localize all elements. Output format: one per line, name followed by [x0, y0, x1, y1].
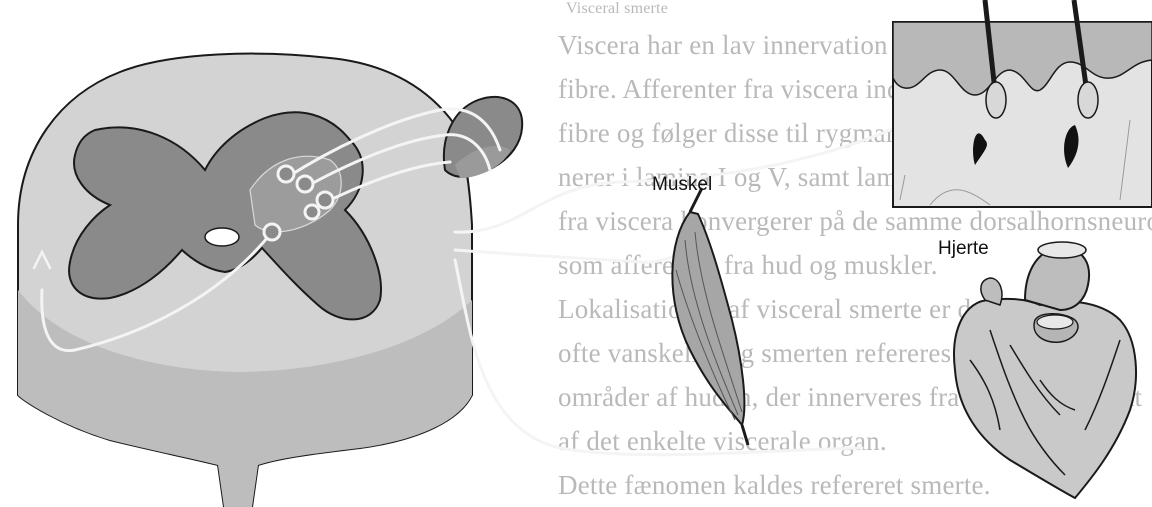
neuron-cell-body [297, 176, 313, 192]
hair-follicle-left [986, 82, 1006, 118]
neuron-cell-body [305, 205, 319, 219]
spinal-cord-cross-section [18, 54, 522, 507]
nerve-path-to-muscle [455, 245, 690, 262]
pulmonary-opening [1037, 315, 1073, 329]
muscle-tendon-bottom [742, 425, 748, 445]
muscle-illustration [672, 188, 748, 445]
muscle-belly [672, 212, 744, 425]
heart-illustration [954, 242, 1136, 498]
neuron-cell-body [317, 192, 333, 208]
neuron-cell-body [278, 166, 294, 182]
nerve-path-to-heart [455, 260, 862, 455]
heart-label: Hjerte [938, 238, 989, 260]
neuron-cell-body [264, 224, 280, 240]
aorta-opening [1038, 242, 1086, 258]
muscle-label: Muskel [652, 174, 712, 196]
hair-follicle-right [1078, 82, 1098, 118]
skin-section [893, 0, 1152, 207]
central-canal [205, 228, 239, 246]
